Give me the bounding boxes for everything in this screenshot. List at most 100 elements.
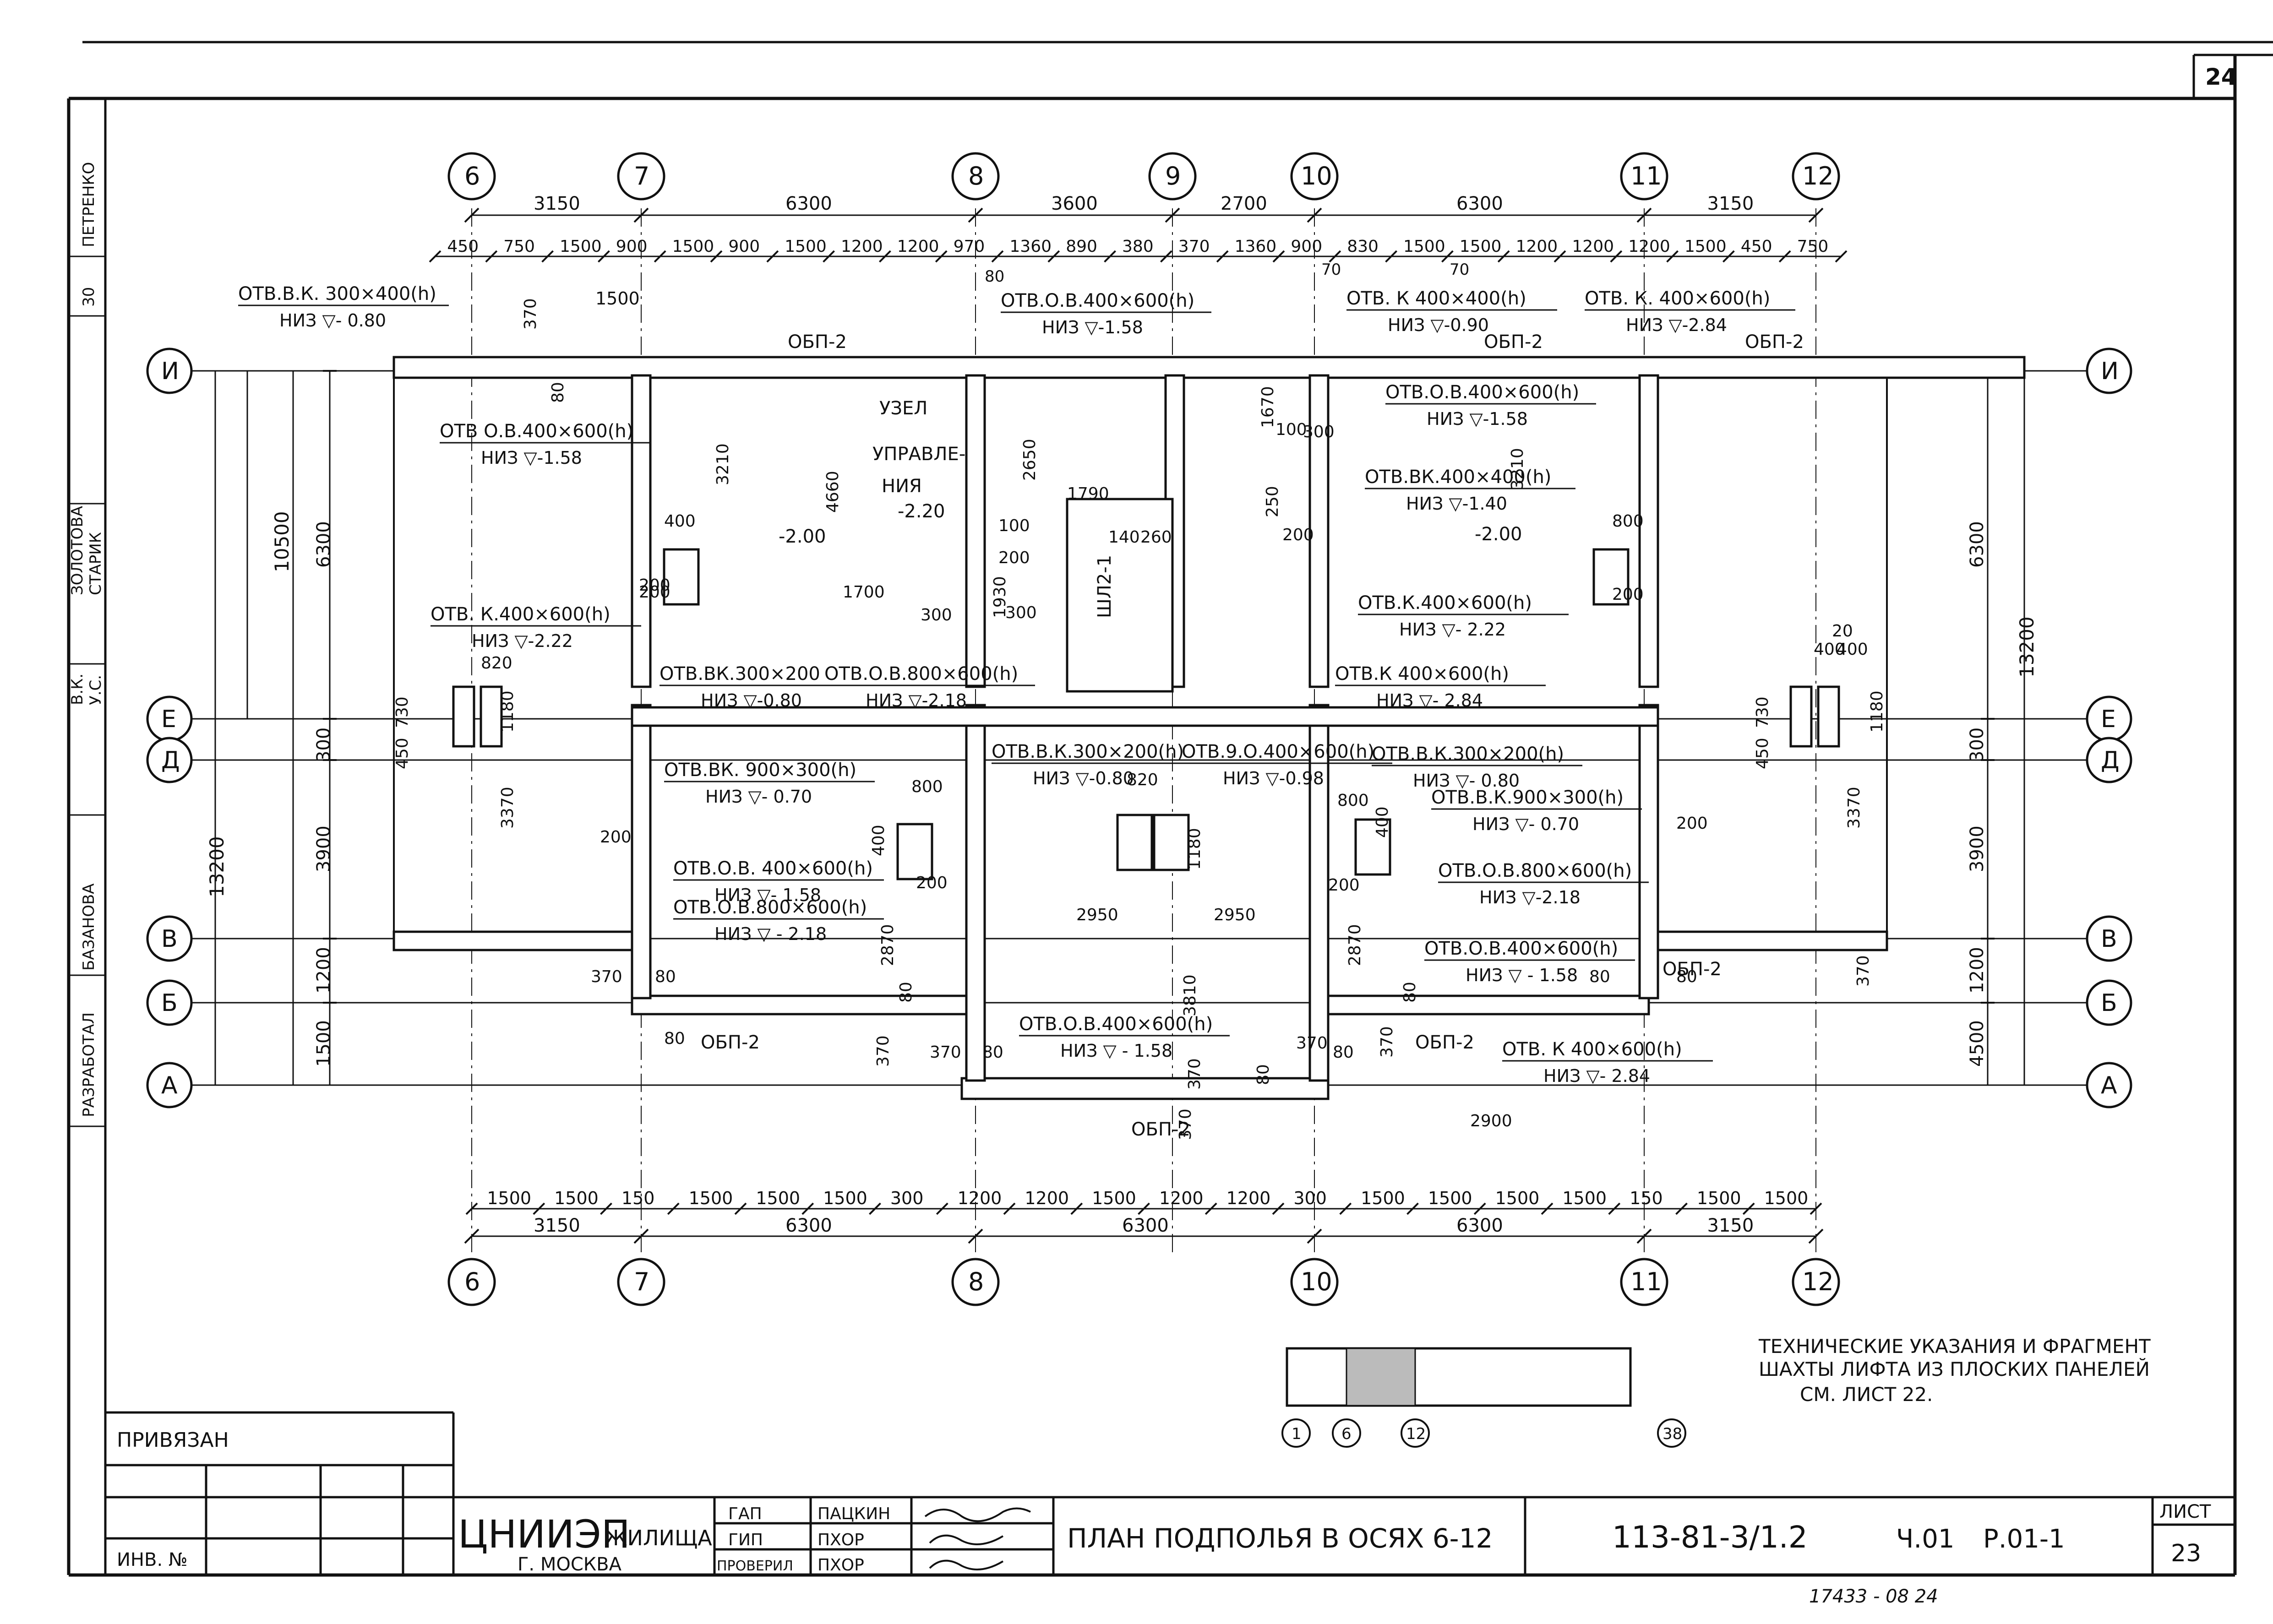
opening-level-9: НИЗ ▽-0.80 bbox=[701, 690, 802, 711]
inner-dim-40: 2950 bbox=[1214, 906, 1256, 924]
axis-bubble-top-6 bbox=[447, 152, 496, 201]
top-dim-detail-tick-24 bbox=[1778, 250, 1791, 263]
stamp-name-4: СТАРИК bbox=[87, 532, 105, 595]
top-dim-detail-11: 890 bbox=[1066, 237, 1097, 256]
left-dim-inner-4: 1500 bbox=[313, 1020, 334, 1067]
top-dim-main-5: 3150 bbox=[1707, 193, 1754, 214]
opening-label-3: ОТВ. К. 400×600(h) bbox=[1585, 288, 1770, 309]
beam-mark-5: ОБП-2 bbox=[1131, 1119, 1190, 1140]
side-stamp-text: ПЕТРЕНКО 30 ЗОЛОТОВА СТАРИК В.К. У.С. БА… bbox=[68, 162, 105, 1117]
inner-dim-67: 80 bbox=[1254, 1064, 1273, 1085]
inner-dim-60: 370 bbox=[1378, 1026, 1396, 1058]
opening-level-19: НИЗ ▽ - 2.18 bbox=[714, 924, 827, 944]
opening-level-11: НИЗ ▽- 2.84 bbox=[1376, 690, 1483, 711]
top-dim-main-0: 3150 bbox=[534, 193, 580, 214]
inner-dim-63: 80 bbox=[1676, 967, 1697, 986]
top-dim-small-2: 70 bbox=[1321, 261, 1341, 279]
inner-dim-37: 3370 bbox=[498, 787, 517, 829]
opening-label-12: ОТВ.ВК. 900×300(h) bbox=[664, 760, 856, 781]
opening-label-14: ОТВ.9.О.400×600(h) bbox=[1182, 741, 1374, 762]
sheet-title: ПЛАН ПОДПОЛЬЯ В ОСЯХ 6-12 bbox=[1067, 1523, 1493, 1554]
opening-label-6: ОТВ.ВК.400×400(h) bbox=[1365, 467, 1551, 488]
bottom-dim-detail-1: 1500 bbox=[554, 1188, 599, 1208]
top-dim-main-tick-4 bbox=[1307, 207, 1322, 223]
inner-dim-64: 80 bbox=[1589, 967, 1610, 986]
wall-axis-11-lower bbox=[1638, 704, 1659, 999]
top-dim-detail-tick-1 bbox=[485, 250, 498, 263]
opening-level-22: НИЗ ▽- 2.84 bbox=[1543, 1066, 1650, 1086]
axis-bubble-bottom-7 bbox=[617, 1258, 665, 1306]
beam-mark-1: ОБП-2 bbox=[1484, 331, 1543, 353]
wall-axis-10-lower bbox=[1308, 704, 1330, 1082]
axis-label-right-Б: Б bbox=[2101, 989, 2117, 1017]
left-dim-inner-0: 6300 bbox=[313, 521, 334, 568]
top-dim-detail-tick-9 bbox=[935, 250, 948, 263]
top-dim-detail-tick-10 bbox=[991, 250, 1004, 263]
bottom-dim-detail-tick-5 bbox=[801, 1202, 814, 1215]
inner-dim-30: 400 bbox=[1814, 640, 1845, 659]
inner-dim-29: 20 bbox=[1832, 622, 1853, 641]
axis-label-left-А: А bbox=[161, 1072, 178, 1099]
top-dim-detail-tick-15 bbox=[1272, 250, 1285, 263]
beam-mark-2: ОБП-2 bbox=[1745, 331, 1804, 353]
left-dim-outer-1: 13200 bbox=[206, 836, 228, 897]
opening-level-20: НИЗ ▽ - 1.58 bbox=[1466, 965, 1578, 985]
opening-level-10: НИЗ ▽-2.18 bbox=[866, 690, 967, 711]
top-dim-detail-8: 1200 bbox=[897, 237, 939, 256]
name-checked: ПХОР bbox=[818, 1556, 864, 1575]
stamp-name-6: У.С. bbox=[87, 675, 105, 705]
inner-dim-52: 370 bbox=[591, 967, 622, 986]
inner-dim-21: 100 bbox=[998, 516, 1030, 535]
bottom-dim-detail-17: 150 bbox=[1630, 1188, 1663, 1208]
top-dim-small-0: 1500 bbox=[595, 288, 640, 309]
top-dim-detail-tick-17 bbox=[1385, 250, 1398, 263]
bottom-dim-detail-tick-13 bbox=[1339, 1202, 1352, 1215]
opening-label-18: ОТВ.О.В. 400×600(h) bbox=[673, 858, 873, 879]
bottom-dim-main-3: 6300 bbox=[1456, 1215, 1503, 1236]
bottom-dim-detail-tick-3 bbox=[667, 1202, 680, 1215]
top-dim-detail-tick-23 bbox=[1722, 250, 1735, 263]
top-dim-detail-tick-12 bbox=[1104, 250, 1117, 263]
inner-dim-42: 3370 bbox=[1845, 787, 1864, 829]
opening-label-21: ОТВ.О.В.400×600(h) bbox=[1019, 1014, 1213, 1035]
signature-1 bbox=[924, 1507, 1031, 1522]
room-node-label-2: УПРАВЛЕ- bbox=[872, 444, 965, 465]
inner-dim-43: 800 bbox=[1337, 791, 1369, 810]
inner-dim-31: 400 bbox=[1837, 640, 1868, 659]
inner-dim-19: 1700 bbox=[843, 583, 885, 602]
axis-label-left-В: В bbox=[161, 925, 178, 953]
inner-dim-35: 800 bbox=[911, 777, 943, 796]
axis-label-right-В: В bbox=[2101, 925, 2117, 953]
top-dim-detail-12: 380 bbox=[1122, 237, 1154, 256]
axis-label-left-И: И bbox=[161, 358, 179, 385]
project-code: 113-81-3/1.2 bbox=[1612, 1520, 1808, 1555]
inner-dim-48: 200 bbox=[916, 874, 948, 892]
axis-label-top-6: 6 bbox=[464, 162, 480, 190]
axis-label-left-Е: Е bbox=[161, 706, 176, 733]
part-number: Ч.01 bbox=[1896, 1524, 1954, 1554]
top-dim-detail-tick-6 bbox=[766, 250, 779, 263]
opening-label-22: ОТВ. К 400×600(h) bbox=[1502, 1039, 1682, 1060]
bottom-dim-main-4: 3150 bbox=[1707, 1215, 1754, 1236]
bottom-dim-main-tick-3 bbox=[1307, 1228, 1322, 1244]
tech-note-line-1: ТЕХНИЧЕСКИЕ УКАЗАНИЯ И ФРАГМЕНТ bbox=[1758, 1335, 2151, 1358]
top-dim-detail-tick-22 bbox=[1666, 250, 1679, 263]
top-dim-detail-15: 900 bbox=[1291, 237, 1322, 256]
top-dim-main-tick-1 bbox=[633, 207, 649, 223]
bottom-dim-detail-11: 1200 bbox=[1226, 1188, 1271, 1208]
bottom-dim-detail-14: 1500 bbox=[1428, 1188, 1472, 1208]
bottom-dim-detail-tick-8 bbox=[1003, 1202, 1016, 1215]
axis-label-top-11: 11 bbox=[1630, 162, 1662, 190]
inner-dim-69: 80 bbox=[664, 1029, 685, 1048]
stamp-name-3: ЗОЛОТОВА bbox=[68, 506, 87, 595]
inner-dim-55: 370 bbox=[874, 1035, 893, 1067]
signature-2 bbox=[929, 1534, 1004, 1545]
key-plan-axis-6: 6 bbox=[1341, 1425, 1352, 1443]
top-dim-detail-19: 1200 bbox=[1516, 237, 1558, 256]
wall-axis-10-upper bbox=[1308, 374, 1330, 688]
bottom-dim-detail-2: 150 bbox=[621, 1188, 655, 1208]
bottom-dim-detail-7: 1200 bbox=[958, 1188, 1002, 1208]
axis-bubble-top-12 bbox=[1792, 152, 1840, 201]
wall-axis-I bbox=[392, 356, 2026, 379]
wall-axis-8-upper bbox=[965, 374, 986, 688]
